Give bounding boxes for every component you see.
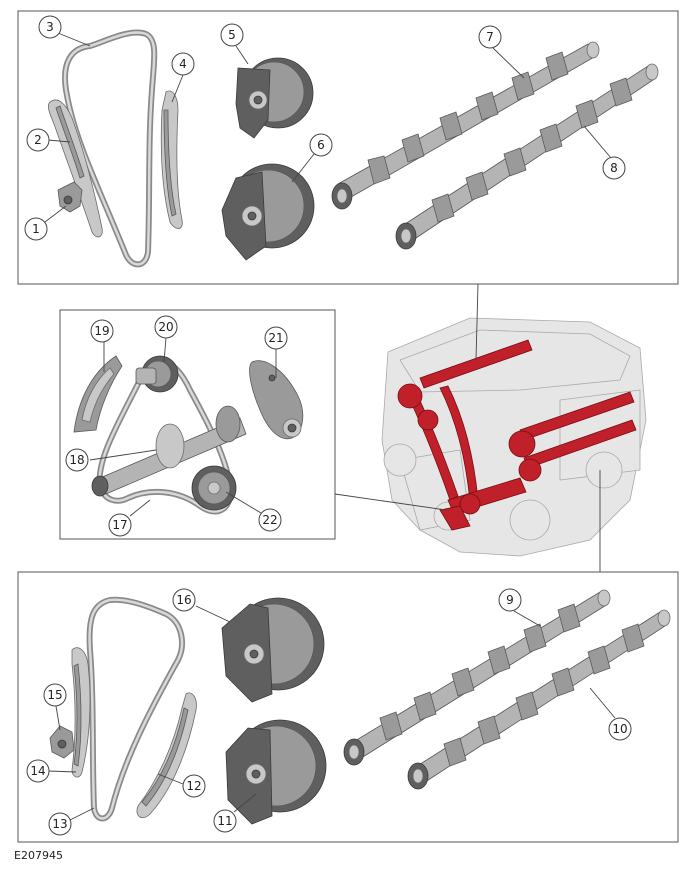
- callout-17: 17: [108, 513, 132, 537]
- chain-guide-4: [160, 90, 183, 229]
- svg-text:1: 1: [32, 222, 40, 236]
- callout-8: 8: [602, 156, 626, 180]
- figure-id-label: E207945: [14, 849, 63, 862]
- camshaft-7: [331, 41, 600, 210]
- camshaft-sprocket-16: [221, 597, 325, 703]
- camshaft-sprocket-6: [221, 163, 315, 261]
- connector-top: [475, 283, 479, 361]
- svg-text:9: 9: [506, 593, 514, 607]
- svg-text:18: 18: [69, 453, 84, 467]
- svg-text:20: 20: [158, 320, 173, 334]
- camshaft-8: [395, 63, 659, 250]
- camshaft-sprocket-11: [225, 719, 327, 825]
- svg-text:8: 8: [610, 161, 618, 175]
- timing-chain-13: [86, 596, 185, 822]
- callout-13: 13: [48, 812, 72, 836]
- svg-text:21: 21: [268, 331, 283, 345]
- svg-text:19: 19: [94, 324, 109, 338]
- sprocket-22: [191, 465, 237, 511]
- callout-1: 1: [24, 217, 48, 241]
- svg-text:12: 12: [186, 779, 201, 793]
- svg-text:4: 4: [179, 57, 187, 71]
- callout-7: 7: [478, 25, 502, 49]
- leader-lines: [44, 32, 616, 821]
- chain-guide-12: [136, 692, 197, 819]
- callout-5: 5: [220, 23, 244, 47]
- chain-guide-19: [73, 355, 123, 433]
- svg-text:17: 17: [112, 518, 127, 532]
- svg-text:7: 7: [486, 30, 494, 44]
- svg-text:15: 15: [47, 688, 62, 702]
- callout-19: 19: [90, 319, 114, 343]
- chain-tensioner-21: [249, 360, 304, 440]
- camshaft-sprocket-5: [235, 57, 314, 139]
- svg-text:22: 22: [262, 513, 277, 527]
- callout-12: 12: [182, 774, 206, 798]
- callout-4: 4: [171, 52, 195, 76]
- callout-22: 22: [258, 508, 282, 532]
- sprocket-20: [135, 355, 179, 393]
- callout-16: 16: [172, 588, 196, 612]
- callout-21: 21: [264, 326, 288, 350]
- intermediate-shaft-18: [91, 405, 247, 497]
- callout-3: 3: [38, 15, 62, 39]
- svg-text:11: 11: [217, 814, 232, 828]
- timing-chain-3: [62, 29, 158, 268]
- chain-guide-14: [71, 647, 91, 778]
- callout-6: 6: [309, 133, 333, 157]
- svg-text:2: 2: [34, 133, 42, 147]
- callout-11: 11: [213, 809, 237, 833]
- camshaft-10: [407, 609, 671, 790]
- engine-assembly: [381, 317, 647, 557]
- svg-text:16: 16: [176, 593, 191, 607]
- svg-text:5: 5: [228, 28, 236, 42]
- svg-text:3: 3: [46, 20, 54, 34]
- connector-middle: [334, 493, 447, 511]
- chain-tensioner-1: [57, 181, 83, 213]
- callout-10: 10: [608, 717, 632, 741]
- callout-20: 20: [154, 315, 178, 339]
- svg-text:13: 13: [52, 817, 67, 831]
- callout-2: 2: [26, 128, 50, 152]
- callout-15: 15: [43, 683, 67, 707]
- callout-18: 18: [65, 448, 89, 472]
- svg-text:10: 10: [612, 722, 627, 736]
- chain-tensioner-15: [49, 725, 75, 759]
- callout-14: 14: [26, 759, 50, 783]
- svg-text:6: 6: [317, 138, 325, 152]
- svg-text:14: 14: [30, 764, 45, 778]
- callout-9: 9: [498, 588, 522, 612]
- camshaft-9: [343, 589, 611, 766]
